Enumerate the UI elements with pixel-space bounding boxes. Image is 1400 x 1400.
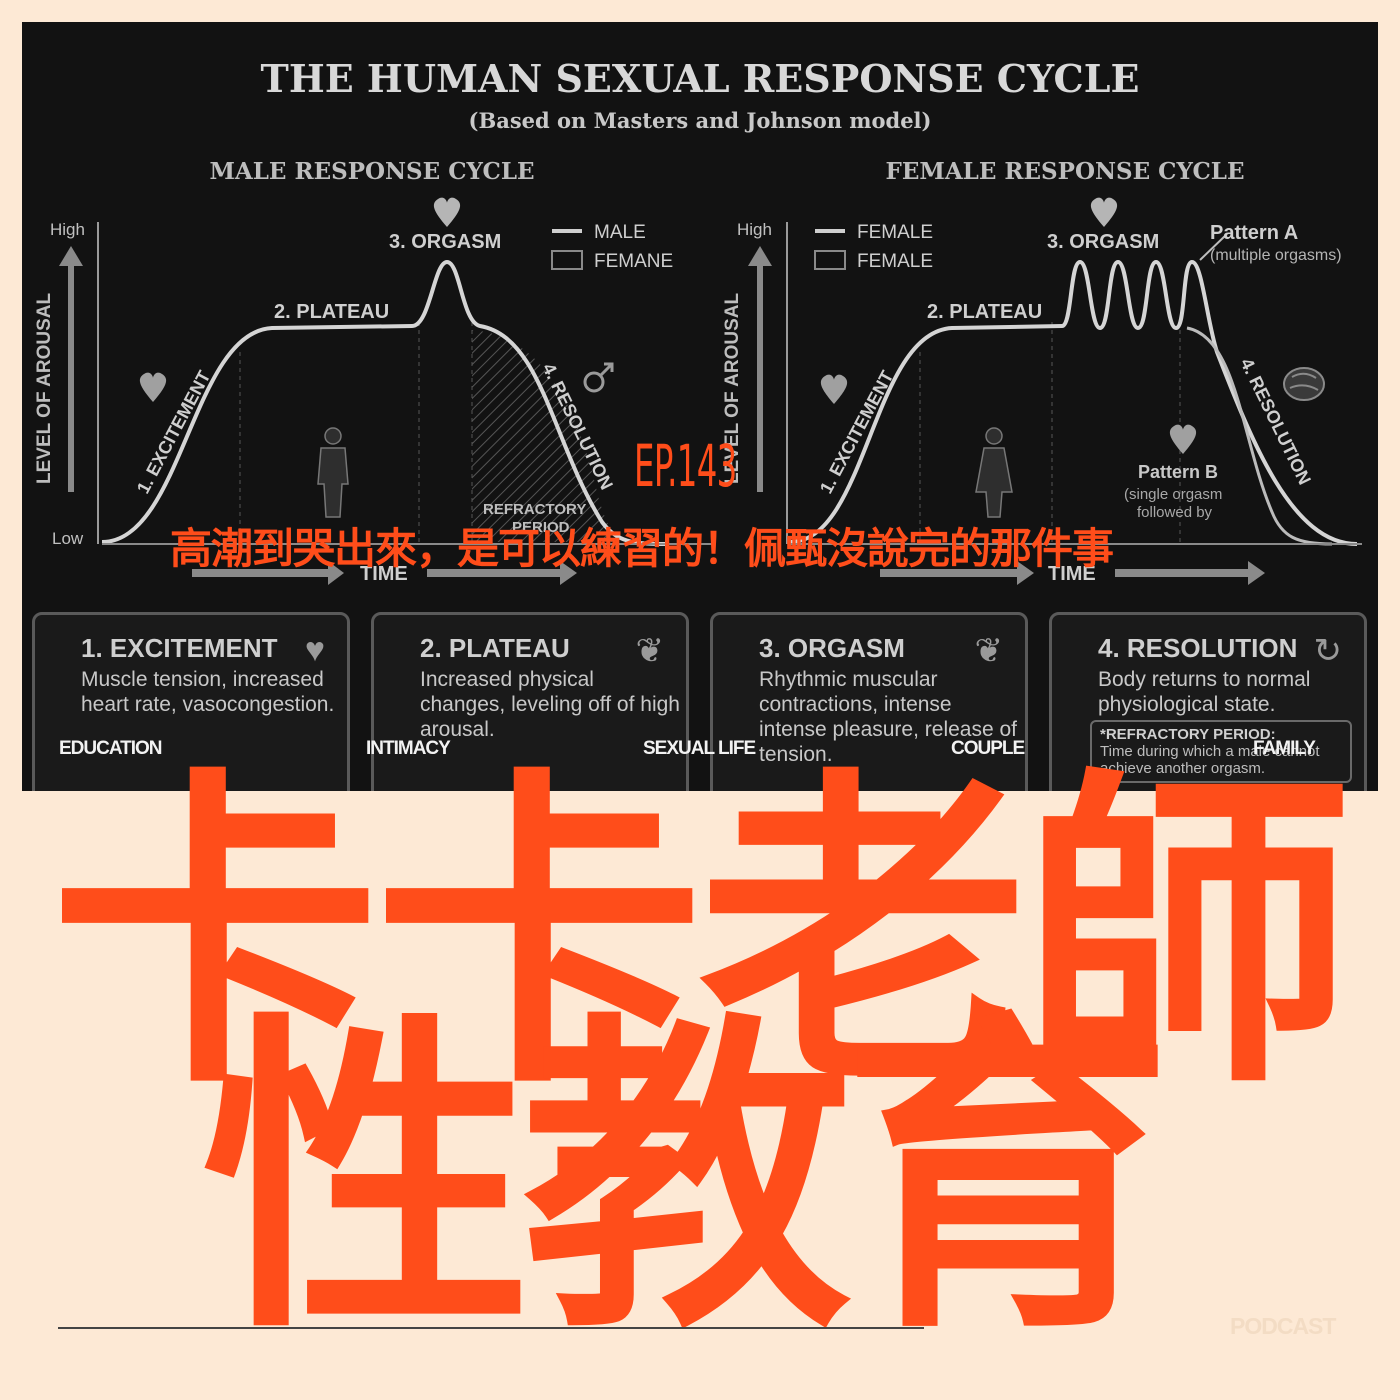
card-text: Muscle tension, increased heart rate, va… bbox=[81, 668, 335, 716]
pattern-b-note-1: (single orgasm bbox=[1124, 486, 1222, 503]
female-y-label: LEVEL OF AROUSAL bbox=[722, 293, 743, 484]
pattern-a-note: (multiple orgasms) bbox=[1210, 247, 1342, 264]
pattern-a-label: Pattern A bbox=[1210, 222, 1298, 244]
female-legend-swatch-2 bbox=[814, 250, 846, 270]
card-text: Rhythmic muscular contractions, intense … bbox=[759, 668, 1017, 766]
divider-line bbox=[58, 1327, 924, 1329]
card-resolution: 4. RESOLUTION ↻ Body returns to normal p… bbox=[1049, 612, 1367, 791]
female-arrow-up-head bbox=[748, 246, 772, 266]
male-refractory-label: REFRACTORY bbox=[483, 501, 586, 518]
brain-icon: ❦ bbox=[635, 632, 665, 670]
pattern-a-pointer bbox=[1199, 233, 1228, 261]
tag-family: FAMILY bbox=[1253, 738, 1316, 759]
female-phase-plateau: 2. PLATEAU bbox=[927, 301, 1042, 323]
female-time-arrow-left-head bbox=[1017, 561, 1034, 585]
brain-icon: ❦ bbox=[974, 632, 1004, 670]
male-refractory-label-2: PERIOD bbox=[512, 519, 570, 536]
episode-cover-image: THE HUMAN SEXUAL RESPONSE CYCLE (Based o… bbox=[22, 22, 1378, 791]
tag-couple: COUPLE bbox=[951, 738, 1025, 759]
male-figure-icon bbox=[317, 427, 349, 518]
female-legend-1: FEMALE bbox=[857, 222, 933, 243]
card-excitement: 1. EXCITEMENT ♥ Muscle tension, increase… bbox=[32, 612, 350, 791]
female-figure-icon bbox=[975, 427, 1013, 518]
brand-name: 卡卡老師 bbox=[50, 750, 1352, 1119]
tag-education: EDUCATION bbox=[59, 738, 163, 759]
tag-intimacy: INTIMACY bbox=[366, 738, 451, 759]
refractory-note: *REFRACTORY PERIOD: Time during which a … bbox=[1090, 720, 1352, 783]
male-orgasm-heart-icon bbox=[433, 197, 461, 227]
pattern-b-label: Pattern B bbox=[1138, 462, 1218, 482]
female-excitement-heart-icon bbox=[820, 374, 848, 404]
female-orgasm-heart-icon bbox=[1090, 197, 1118, 227]
refractory-note-text: Time during which a male cannot achieve … bbox=[1100, 743, 1320, 777]
male-y-low: Low bbox=[52, 529, 84, 548]
card-text: Body returns to normal physiological sta… bbox=[1098, 668, 1311, 716]
male-y-label: LEVEL OF AROUSAL bbox=[34, 293, 55, 484]
card-text: Increased physical changes, leveling off… bbox=[420, 668, 680, 741]
card-title: 1. EXCITEMENT bbox=[81, 633, 278, 663]
male-x-label: TIME bbox=[360, 563, 408, 585]
female-legend-2: FEMALE bbox=[857, 251, 933, 272]
female-phase-orgasm: 3. ORGASM bbox=[1047, 231, 1159, 253]
male-legend-1: MALE bbox=[594, 222, 646, 243]
card-title: 4. RESOLUTION bbox=[1098, 633, 1298, 663]
female-y-high: High bbox=[737, 220, 772, 239]
response-cycle-diagram: THE HUMAN SEXUAL RESPONSE CYCLE (Based o… bbox=[34, 56, 1362, 585]
male-arrow-up-head bbox=[59, 246, 83, 266]
female-time-arrow-right-head bbox=[1248, 561, 1265, 585]
diagram-subtitle: (Based on Masters and Johnson model) bbox=[469, 108, 932, 133]
refresh-icon: ↻ bbox=[1313, 632, 1343, 670]
card-plateau: 2. PLATEAU ❦ Increased physical changes,… bbox=[371, 612, 689, 791]
male-symbol-icon bbox=[583, 362, 614, 393]
female-pattern-b-curve bbox=[1186, 326, 1333, 546]
male-time-arrow-right-head bbox=[560, 561, 577, 585]
episode-title: 高潮到哭出來，是可以練習的！佩甄沒說完的那件事 bbox=[170, 525, 1114, 572]
card-title: 2. PLATEAU bbox=[420, 633, 570, 663]
podcast-label: PODCAST bbox=[1230, 1313, 1336, 1339]
male-y-high: High bbox=[50, 220, 85, 239]
pattern-b-note-2: followed by bbox=[1137, 504, 1213, 521]
female-x-label: TIME bbox=[1048, 563, 1096, 585]
brand-subtitle: 性教育 bbox=[202, 995, 1172, 1364]
female-heading: FEMALE RESPONSE CYCLE bbox=[886, 158, 1245, 185]
male-time-arrow-left-head bbox=[328, 561, 344, 585]
heart-icon: ♥ bbox=[304, 631, 325, 669]
female-brain-icon bbox=[1283, 367, 1325, 401]
female-pattern-a-curve bbox=[789, 259, 1358, 546]
male-phase-plateau: 2. PLATEAU bbox=[274, 301, 389, 323]
male-phase-orgasm: 3. ORGASM bbox=[389, 231, 501, 253]
male-heading: MALE RESPONSE CYCLE bbox=[209, 158, 534, 185]
card-orgasm: 3. ORGASM ❦ Rhythmic muscular contractio… bbox=[710, 612, 1028, 791]
pattern-b-heart-icon bbox=[1169, 424, 1197, 454]
male-response-curve bbox=[101, 259, 668, 546]
male-legend-swatch-2 bbox=[551, 250, 583, 270]
tag-sexual-life: SEXUAL LIFE bbox=[643, 738, 756, 759]
male-legend-2: FEMANE bbox=[594, 251, 673, 272]
card-title: 3. ORGASM bbox=[759, 633, 905, 663]
episode-number: EP.143 bbox=[634, 432, 737, 500]
diagram-title: THE HUMAN SEXUAL RESPONSE CYCLE bbox=[261, 56, 1140, 101]
male-excitement-heart-icon bbox=[139, 372, 167, 402]
refractory-note-title: *REFRACTORY PERIOD: bbox=[1100, 726, 1276, 743]
